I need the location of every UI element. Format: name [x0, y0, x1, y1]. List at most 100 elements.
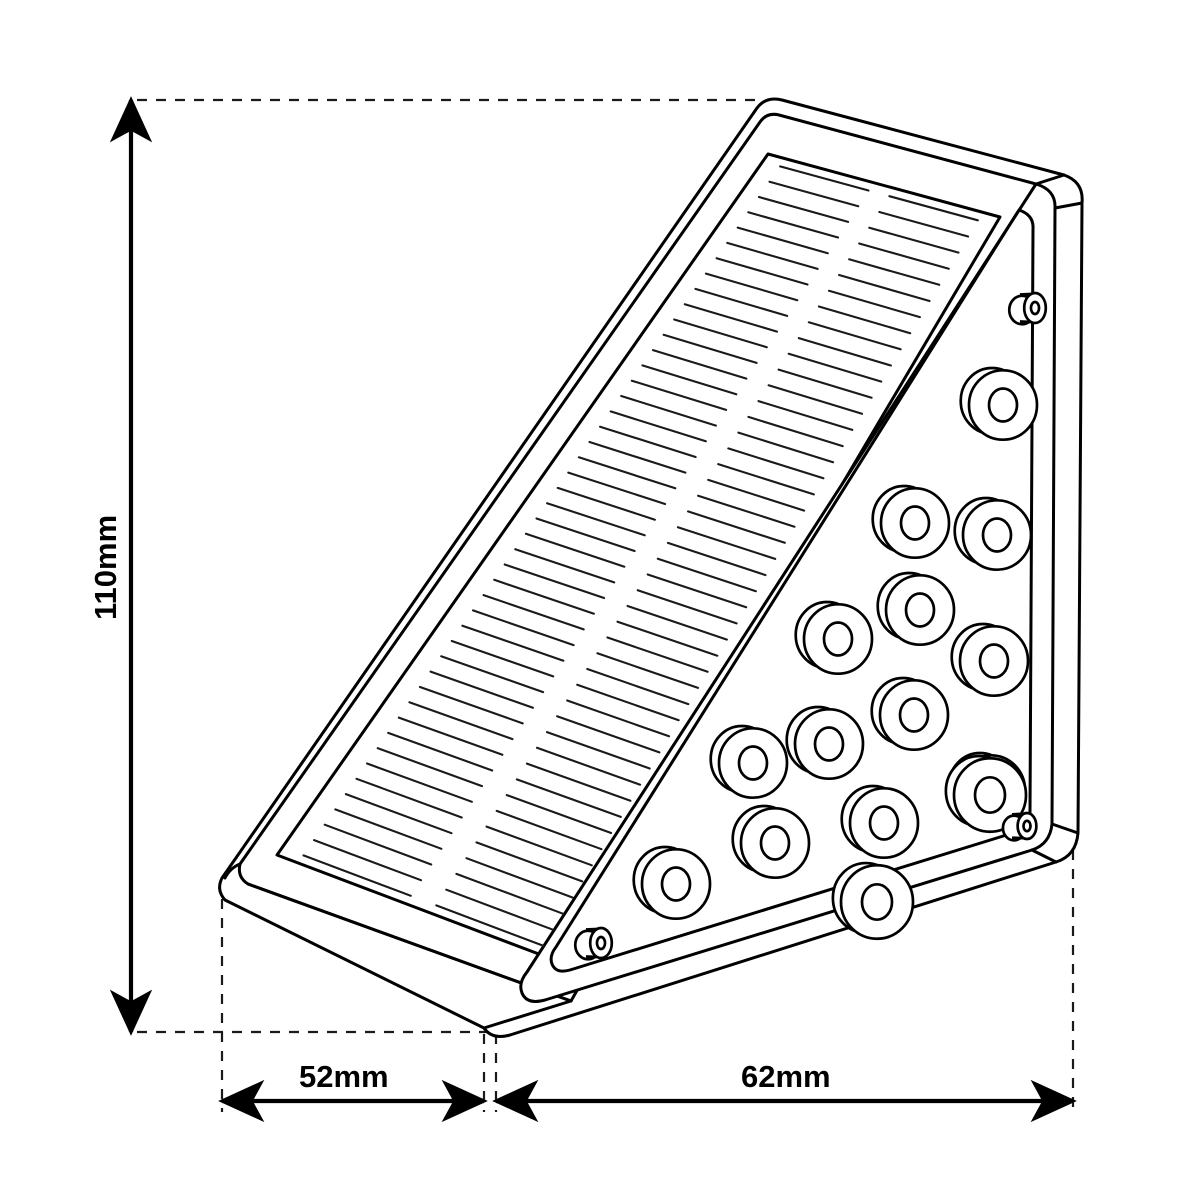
screw-boss	[1007, 291, 1048, 326]
suction-cup	[953, 496, 1033, 572]
rib-line	[418, 685, 524, 725]
rib-line	[736, 226, 829, 255]
rib-line	[630, 379, 728, 411]
rib-line	[514, 548, 616, 584]
right-thickness-edge	[1053, 201, 1084, 210]
suction-cup	[950, 622, 1030, 698]
rib-line	[546, 502, 646, 537]
screw-boss-hole	[1022, 819, 1032, 833]
suction-cup-hole	[904, 592, 936, 628]
suction-cup	[794, 600, 874, 676]
suction-cup	[785, 705, 865, 781]
rib-line	[609, 410, 707, 443]
rib-line	[636, 589, 738, 625]
rib-line	[777, 368, 873, 399]
rib-line	[503, 563, 606, 600]
rib-line	[465, 857, 574, 899]
dimension-label-width: 62mm	[741, 1059, 831, 1094]
bottom-thickness-edge	[1030, 848, 1058, 864]
rib-line	[747, 211, 840, 239]
rib-line	[313, 839, 423, 882]
wedge-object	[218, 97, 1084, 1038]
rib-line	[807, 321, 902, 351]
rib-line	[606, 636, 709, 673]
suction-cup	[871, 484, 951, 560]
rib-line	[524, 532, 626, 568]
rib-line	[626, 604, 728, 641]
top-right-thickness-edge	[1034, 173, 1066, 186]
screw-boss	[1001, 811, 1038, 842]
rib-line	[797, 337, 892, 367]
rib-line	[757, 195, 850, 223]
screw-boss	[573, 926, 614, 961]
suction-cup-hole	[737, 745, 769, 781]
rib-line	[567, 471, 667, 506]
rib-pattern-left-column	[302, 165, 870, 897]
suction-cup-hole	[987, 387, 1019, 423]
rib-line	[566, 699, 671, 738]
triangular-side-face-inner-groove	[549, 208, 1035, 973]
rib-line	[757, 400, 854, 431]
suction-cup	[959, 366, 1039, 442]
rib-line	[445, 888, 555, 931]
rib-line	[461, 624, 565, 662]
rib-line	[787, 352, 883, 383]
rib-line	[779, 165, 870, 192]
rib-line	[848, 258, 941, 286]
rib-line	[686, 510, 786, 544]
suction-cup-hole	[868, 805, 900, 841]
suction-cup	[831, 861, 915, 941]
rib-line	[355, 777, 463, 819]
suction-cup-hole	[981, 517, 1013, 553]
rib-line	[747, 415, 844, 448]
rib-line	[697, 494, 796, 528]
suction-cup-hole	[898, 697, 930, 733]
rib-line	[827, 289, 921, 319]
rib-line	[334, 808, 443, 850]
rib-line	[767, 384, 864, 415]
rib-line	[858, 242, 950, 270]
suction-cup-hole	[860, 882, 894, 922]
rib-line	[868, 226, 960, 254]
rib-line	[646, 573, 748, 609]
suction-cup-hole	[978, 643, 1010, 679]
left-tip-thickness	[223, 862, 242, 880]
rib-line	[586, 667, 690, 706]
screw-boss-group	[573, 291, 1048, 961]
rib-line	[535, 517, 636, 553]
rib-line	[556, 715, 661, 754]
rib-line	[715, 257, 809, 286]
rib-line	[620, 394, 717, 427]
rib-pattern-right-column	[435, 195, 979, 947]
rib-line	[408, 701, 514, 741]
ramp-recessed-panel	[275, 152, 1002, 964]
rib-line	[475, 841, 584, 883]
suction-cup	[944, 754, 1028, 834]
rib-line	[545, 731, 651, 770]
rib-line	[676, 526, 777, 560]
rib-line	[455, 872, 564, 915]
screw-boss-hole	[1029, 300, 1041, 316]
rib-line	[302, 854, 412, 897]
rib-line	[888, 195, 979, 222]
rib-line	[717, 463, 815, 496]
rib-line	[344, 793, 453, 835]
rib-line	[588, 440, 687, 474]
rib-line	[707, 478, 806, 512]
rib-line	[651, 349, 748, 380]
front-bottom-edge	[482, 999, 573, 1030]
rib-line	[485, 825, 593, 867]
rib-line	[387, 731, 494, 772]
rib-line	[737, 431, 835, 464]
dimension-label-height: 110mm	[88, 514, 123, 620]
rib-line	[616, 620, 719, 657]
rib-line	[471, 609, 575, 647]
rib-line	[694, 287, 789, 317]
rib-line	[727, 447, 825, 480]
rib-line	[596, 652, 700, 689]
rib-line	[666, 541, 767, 577]
rib-line	[495, 809, 603, 851]
rib-line	[726, 241, 819, 270]
